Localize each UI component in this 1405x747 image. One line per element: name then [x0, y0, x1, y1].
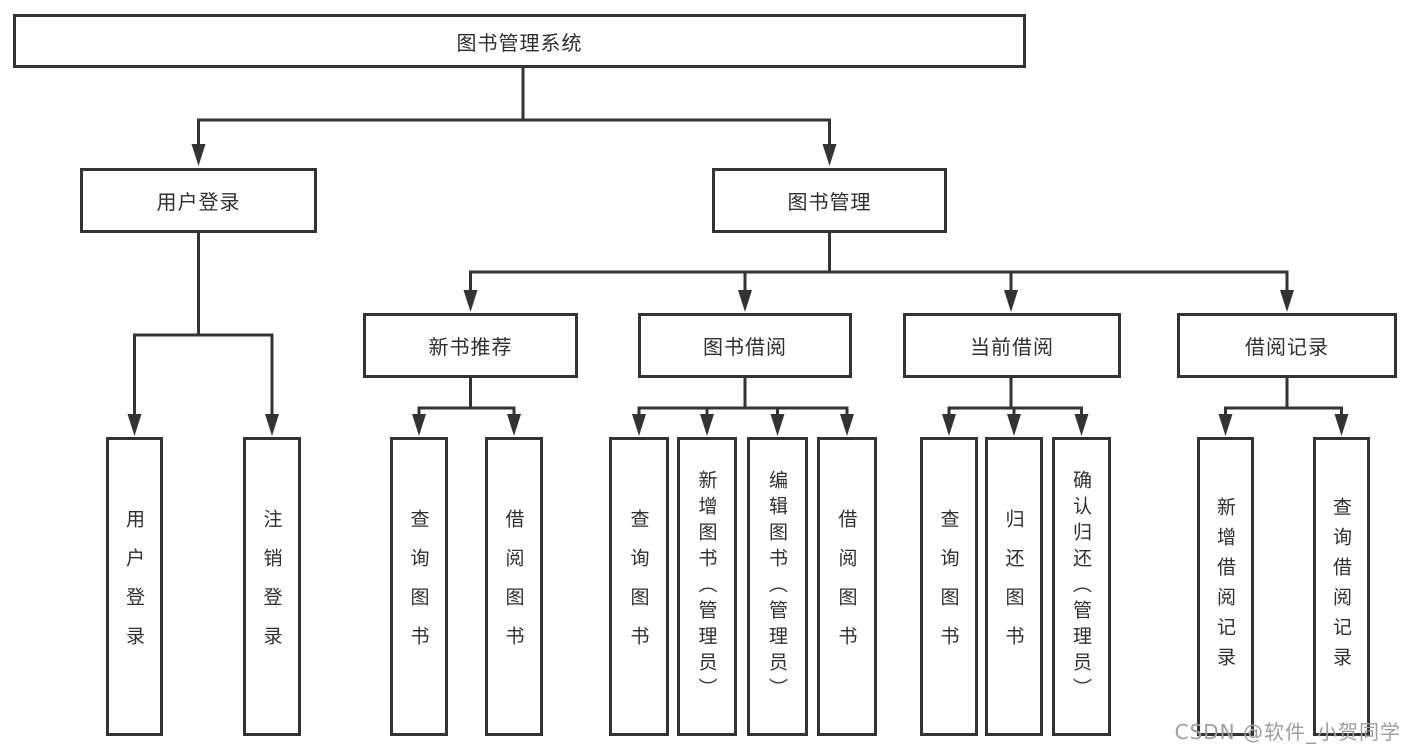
node-current-borrowing: 当前借阅	[903, 313, 1121, 378]
book-mgmt-connectors	[463, 231, 1294, 312]
borrow-record-connectors	[1218, 376, 1349, 436]
node-borrow-records: 借阅记录	[1177, 313, 1397, 378]
leaf-query-books-borrow: 查询图书	[609, 437, 669, 736]
leaf-add-books-admin: 新增图书（管理员）	[677, 437, 737, 736]
leaf-query-borrow-record: 查询借阅记录	[1313, 437, 1370, 736]
book-borrow-connectors	[632, 376, 854, 436]
watermark: CSDN @软件_小贺同学	[1174, 720, 1401, 744]
leaf-query-books-current: 查询图书	[920, 437, 978, 736]
leaf-return-books: 归还图书	[985, 437, 1043, 736]
node-book-borrowing: 图书借阅	[638, 313, 852, 378]
leaf-borrow-books: 借阅图书	[817, 437, 877, 736]
leaf-add-borrow-record: 新增借阅记录	[1197, 437, 1254, 736]
leaf-query-books-recommend: 查询图书	[390, 437, 448, 736]
leaf-edit-books-admin: 编辑图书（管理员）	[747, 437, 808, 736]
node-user-login-branch: 用户登录	[80, 168, 317, 233]
leaf-confirm-return-admin: 确认归还（管理员）	[1052, 437, 1111, 736]
node-new-book-recommend: 新书推荐	[363, 313, 578, 378]
leaf-logout: 注销登录	[243, 437, 301, 736]
new-book-connectors	[412, 376, 521, 436]
current-borrow-connectors	[942, 376, 1089, 436]
leaf-borrow-books-recommend: 借阅图书	[485, 437, 543, 736]
leaf-user-login: 用户登录	[106, 437, 163, 736]
user-login-connectors	[127, 231, 279, 436]
node-book-management: 图书管理	[712, 168, 947, 233]
root-connectors	[191, 66, 837, 166]
node-library-system: 图书管理系统	[13, 14, 1026, 68]
